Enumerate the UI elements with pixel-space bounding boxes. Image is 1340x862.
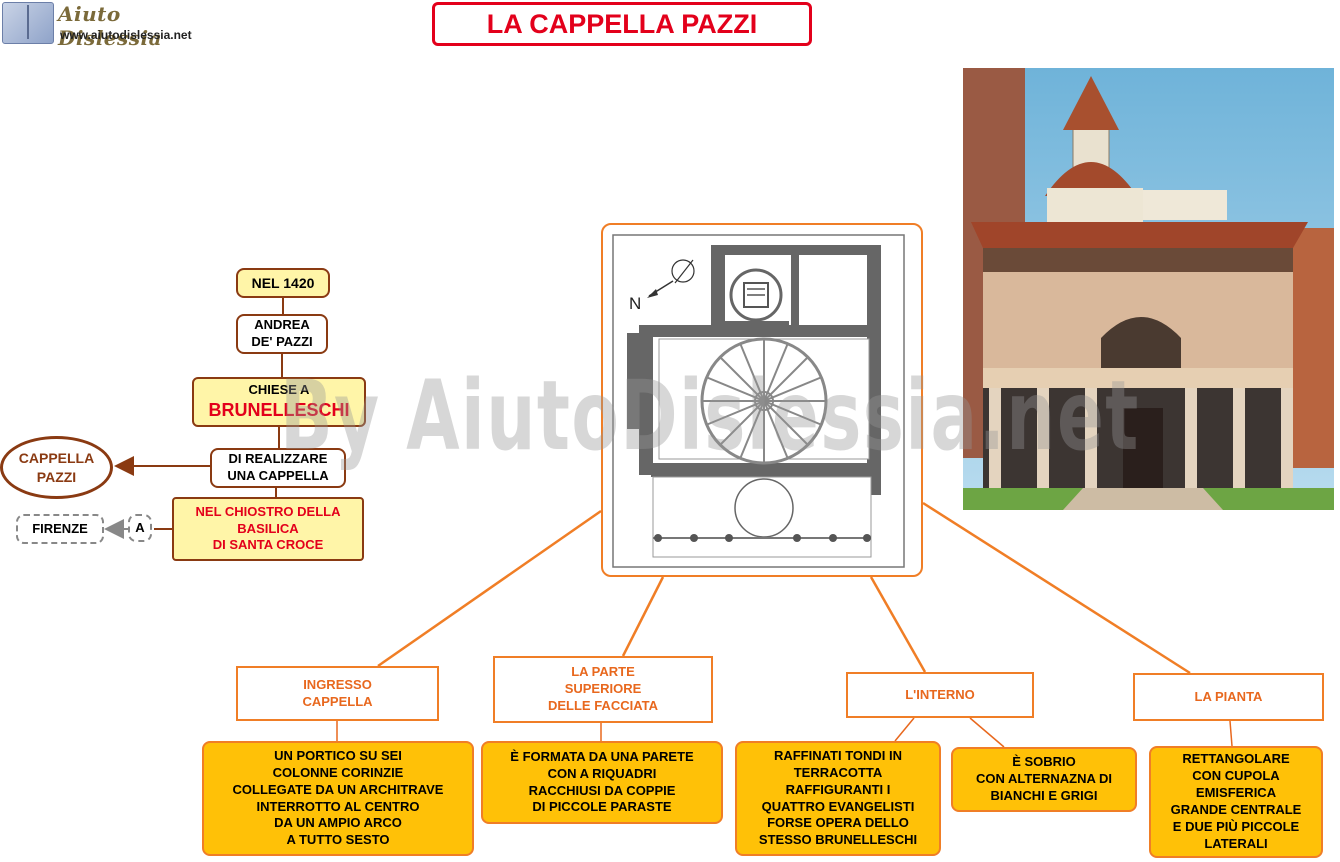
node-line: RAFFIGURANTI I: [785, 781, 891, 797]
node-line: TERRACOTTA: [793, 764, 883, 780]
node-line: ANDREA: [254, 317, 310, 333]
node-line: GRANDE CENTRALE: [1170, 802, 1302, 817]
logo-url[interactable]: www.aiutodislessia.net: [60, 28, 192, 42]
node-line: CON CUPOLA: [1192, 768, 1280, 784]
branch-ingresso-cappella: INGRESSO CAPPELLA: [236, 666, 439, 721]
node-line: CAPPELLA: [18, 450, 95, 467]
node-line: CHIESE A: [248, 381, 310, 397]
node-line: NEL CHIOSTRO DELLA: [195, 503, 341, 519]
book-icon: [2, 2, 54, 44]
node-line: EMISFERICA: [1195, 785, 1277, 801]
node-line: RACCHIUSI DA COPPIE: [528, 782, 676, 798]
node-line: SUPERIORE: [564, 681, 642, 697]
node-line: PAZZI: [36, 468, 77, 485]
node-line: LATERALI: [1204, 835, 1268, 851]
node-line: DI SANTA CROCE: [212, 537, 324, 553]
floor-plan-frame: N: [601, 223, 923, 577]
desc-tondi-terracotta: RAFFINATI TONDI IN TERRACOTTA RAFFIGURAN…: [735, 741, 941, 856]
node-line: STESSO BRUNELLESCHI: [758, 832, 918, 848]
node-line: CON A RIQUADRI: [547, 765, 657, 781]
pazzi-chapel-photo: [963, 68, 1334, 510]
node-line: UNA CAPPELLA: [227, 468, 329, 483]
branch-pianta: LA PIANTA: [1133, 673, 1324, 721]
north-label: N: [629, 294, 641, 313]
node-firenze: FIRENZE: [16, 514, 104, 544]
node-line: A TUTTO SESTO: [286, 832, 390, 848]
node-line: DI REALIZZARE: [228, 451, 328, 467]
site-logo[interactable]: Aiuto Dislessia www.aiutodislessia.net: [0, 0, 205, 50]
node-line: UN PORTICO SU SEI: [274, 747, 402, 763]
desc-parete: È FORMATA DA UNA PARETE CON A RIQUADRI R…: [481, 741, 723, 824]
node-line: BIANCHI E GRIGI: [990, 787, 1098, 803]
node-year: NEL 1420: [236, 268, 330, 298]
pazzi-chapel-image: [963, 68, 1334, 510]
node-chiostro: NEL CHIOSTRO DELLA BASILICA DI SANTA CRO…: [172, 497, 364, 561]
branch-parte-superiore: LA PARTE SUPERIORE DELLE FACCIATA: [493, 656, 713, 723]
node-line: È SOBRIO: [1012, 754, 1076, 770]
node-line: DI PICCOLE PARASTE: [532, 799, 672, 815]
node-cappella-pazzi: CAPPELLA PAZZI: [0, 436, 113, 499]
node-realizzare: DI REALIZZARE UNA CAPPELLA: [210, 448, 346, 488]
floor-plan: N: [612, 234, 905, 568]
node-line: INTERROTTO AL CENTRO: [256, 798, 420, 814]
desc-sobrio: È SOBRIO CON ALTERNAZNA DI BIANCHI E GRI…: [951, 747, 1137, 812]
watermark: By AiutoDislessia.net: [280, 360, 1140, 472]
node-chiese-brunelleschi: CHIESE A BRUNELLESCHI: [192, 377, 366, 427]
node-line: COLONNE CORINZIE: [272, 764, 404, 780]
node-line: CON ALTERNAZNA DI: [975, 771, 1112, 787]
node-line: COLLEGATE DA UN ARCHITRAVE: [232, 781, 444, 797]
brunelleschi-label: BRUNELLESCHI: [208, 399, 350, 420]
node-line: CAPPELLA: [302, 693, 373, 709]
node-line: DA UN AMPIO ARCO: [274, 815, 402, 831]
node-line: DELLE FACCIATA: [547, 697, 658, 713]
node-andrea-de-pazzi: ANDREA DE' PAZZI: [236, 314, 328, 354]
page-title: LA CAPPELLA PAZZI: [432, 2, 812, 46]
desc-rettangolare: RETTANGOLARE CON CUPOLA EMISFERICA GRAND…: [1149, 746, 1323, 858]
node-line: LA PARTE: [571, 664, 635, 680]
node-line: È FORMATA DA UNA PARETE: [510, 748, 694, 764]
node-line: BASILICA: [237, 520, 299, 536]
desc-portico: UN PORTICO SU SEI COLONNE CORINZIE COLLE…: [202, 741, 474, 856]
node-line: DE' PAZZI: [251, 334, 313, 349]
node-line: INGRESSO: [303, 676, 372, 692]
logo-name: Aiuto Dislessia: [58, 2, 163, 50]
node-line: QUATTRO EVANGELISTI: [761, 798, 915, 814]
node-a: A: [128, 514, 152, 542]
node-line: FORSE OPERA DELLO: [767, 815, 909, 831]
node-line: RETTANGOLARE: [1182, 751, 1290, 767]
branch-interno: L'INTERNO: [846, 672, 1034, 718]
node-line: RAFFINATI TONDI IN: [773, 747, 903, 763]
node-line: E DUE PIÙ PICCOLE: [1172, 818, 1300, 834]
